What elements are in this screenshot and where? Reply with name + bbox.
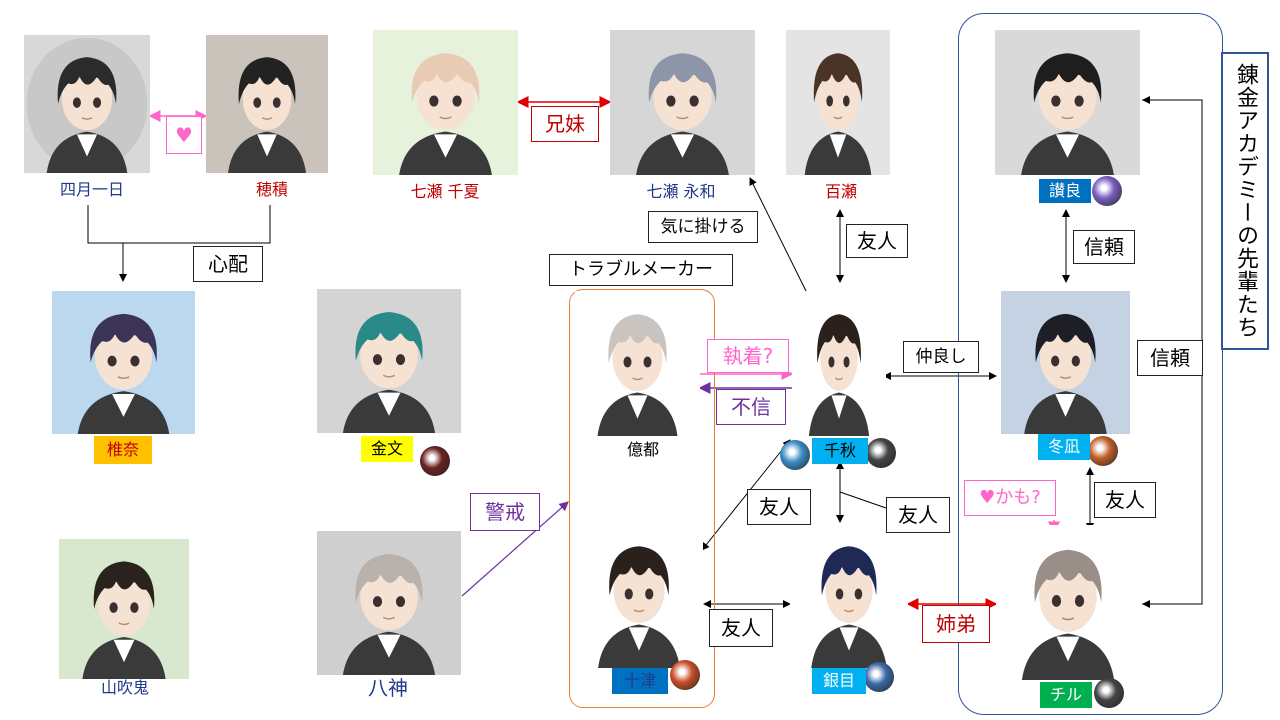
monster-sticker-icon [670,660,700,690]
label-friend-momose: 友人 [846,224,908,258]
label-friend-chiaki: 友人 [886,497,950,533]
trouble-group-title: トラブルメーカー [549,254,733,286]
portrait-momose [786,30,890,175]
label-trust-sanuki: 信頼 [1073,230,1135,264]
label-trust-chiru: 信頼 [1137,340,1203,376]
name-shiina: 椎奈 [94,436,152,464]
academy-group-title: 錬金アカデミーの先輩たち [1221,52,1269,350]
label-distrust: 不信 [716,389,786,425]
monster-sticker-icon [1094,678,1124,708]
name-shigatsu: 四月一日 [59,180,124,199]
portrait-okuto [575,291,700,436]
name-kinbun: 金文 [361,436,413,462]
portrait-eiwa [610,30,755,175]
label-friend-ginme: 友人 [709,609,773,647]
monster-sticker-icon [864,662,894,692]
name-yamabukioni: 山吹鬼 [100,678,149,697]
monster-sticker-icon [1092,176,1122,206]
name-okuto: 億都 [626,440,659,459]
label-obsession: 執着? [707,339,789,373]
label-good-friends: 仲良し [903,341,979,373]
portrait-tonagi [1001,291,1130,434]
portrait-chiaki [792,291,886,436]
label-worry: 心配 [193,246,263,282]
portrait-sanuki [995,30,1140,175]
name-sanuki: 讃良 [1039,179,1091,203]
name-eiwa: 七瀬 永和 [646,182,716,201]
portrait-chiru [996,525,1140,680]
portrait-yamabukioni [59,539,189,679]
label-wary: 警戒 [470,493,540,531]
name-chika: 七瀬 千夏 [410,182,480,201]
name-ginme: 銀目 [812,668,866,694]
portrait-totsu [575,523,703,668]
monster-sticker-icon [866,438,896,468]
name-hozumi: 穂積 [255,180,288,199]
label-heart: ♥ [166,116,202,154]
name-totsu: 十津 [612,668,668,694]
portrait-yagami [317,531,461,675]
label-siblings-chika: 兄妹 [531,106,599,142]
portrait-chika [373,30,518,175]
name-momose: 百瀬 [824,182,857,201]
line-concern [749,177,809,296]
portrait-shiina [52,291,195,434]
monster-sticker-icon [780,440,810,470]
name-yagami: 八神 [368,676,408,700]
name-chiru: チル [1040,682,1092,708]
trouble-group-frame [569,289,715,708]
portrait-hozumi [206,35,328,173]
label-friend-chiru: 友人 [1094,482,1156,518]
portrait-kinbun [317,289,461,433]
name-tonagi: 冬凪 [1038,434,1090,460]
label-friend-totsu: 友人 [747,489,811,525]
label-concern: 気に掛ける [648,211,758,243]
portrait-ginme [790,523,908,668]
name-chiaki: 千秋 [812,438,868,464]
portrait-shigatsu [24,35,150,173]
label-maybe-love: ♥かも? [964,480,1056,516]
monster-sticker-icon [1088,436,1118,466]
monster-sticker-icon [420,446,450,476]
label-siblings-ginme: 姉弟 [922,605,990,643]
